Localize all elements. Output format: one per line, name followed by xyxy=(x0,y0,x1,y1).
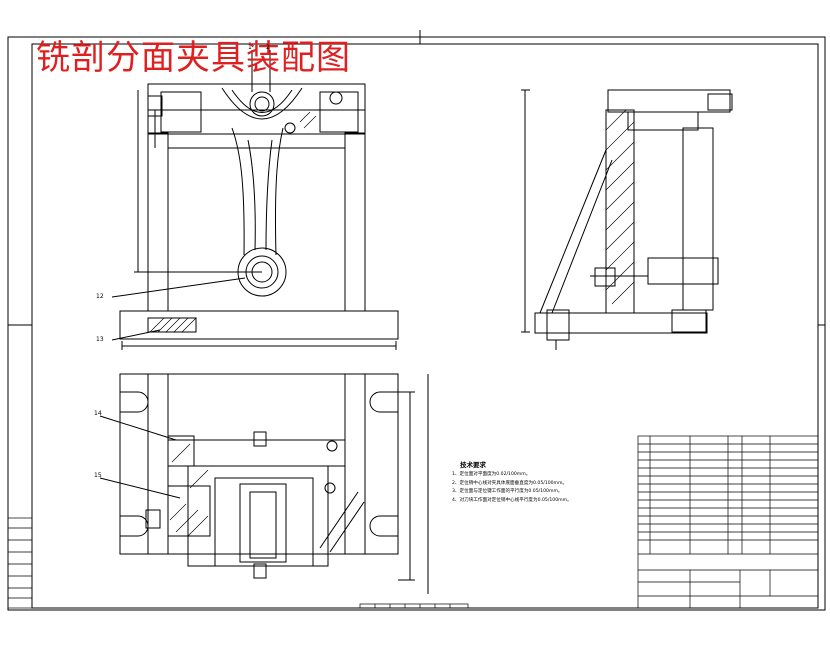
front-view xyxy=(111,50,399,350)
sheet-outer-border xyxy=(7,36,826,611)
technical-requirement-item: 2、定位销中心线对夹具体底面垂直度为0.05/100mm。 xyxy=(452,480,568,486)
scale-bar xyxy=(359,603,469,609)
callout-13: 13 xyxy=(96,336,104,343)
callout-15: 15 xyxy=(94,472,102,479)
top-view-hatch xyxy=(169,443,209,537)
callout-14: 14 xyxy=(94,410,102,417)
side-view-hatch xyxy=(605,109,635,305)
revision-strip xyxy=(7,517,33,609)
technical-requirements-heading: 技术要求 xyxy=(460,461,486,469)
technical-requirement-item: 3、定位面与定位键工作面的平行度为0.05/100mm。 xyxy=(452,489,563,495)
technical-requirement-item: 1、定位面对平面度为0.02/100mm。 xyxy=(452,472,531,477)
callout-12: 12 xyxy=(96,293,104,300)
sheet-inner-frame xyxy=(31,43,819,609)
technical-requirements: 技术要求 1、定位面对平面度为0.02/100mm。 2、定位销中心线对夹具体底… xyxy=(442,459,638,505)
callout-2: 2 xyxy=(266,44,270,51)
side-view xyxy=(521,89,733,350)
parts-list-table xyxy=(637,435,819,609)
callout-1: 1 xyxy=(248,44,252,51)
front-view-hatch xyxy=(149,111,317,333)
top-view xyxy=(99,373,429,594)
drawing-title: 铣剖分面夹具装配图 xyxy=(36,38,351,78)
technical-requirement-item: 4、对刀块工作面对定位销中心线平行度为0.05/100mm。 xyxy=(452,497,572,503)
